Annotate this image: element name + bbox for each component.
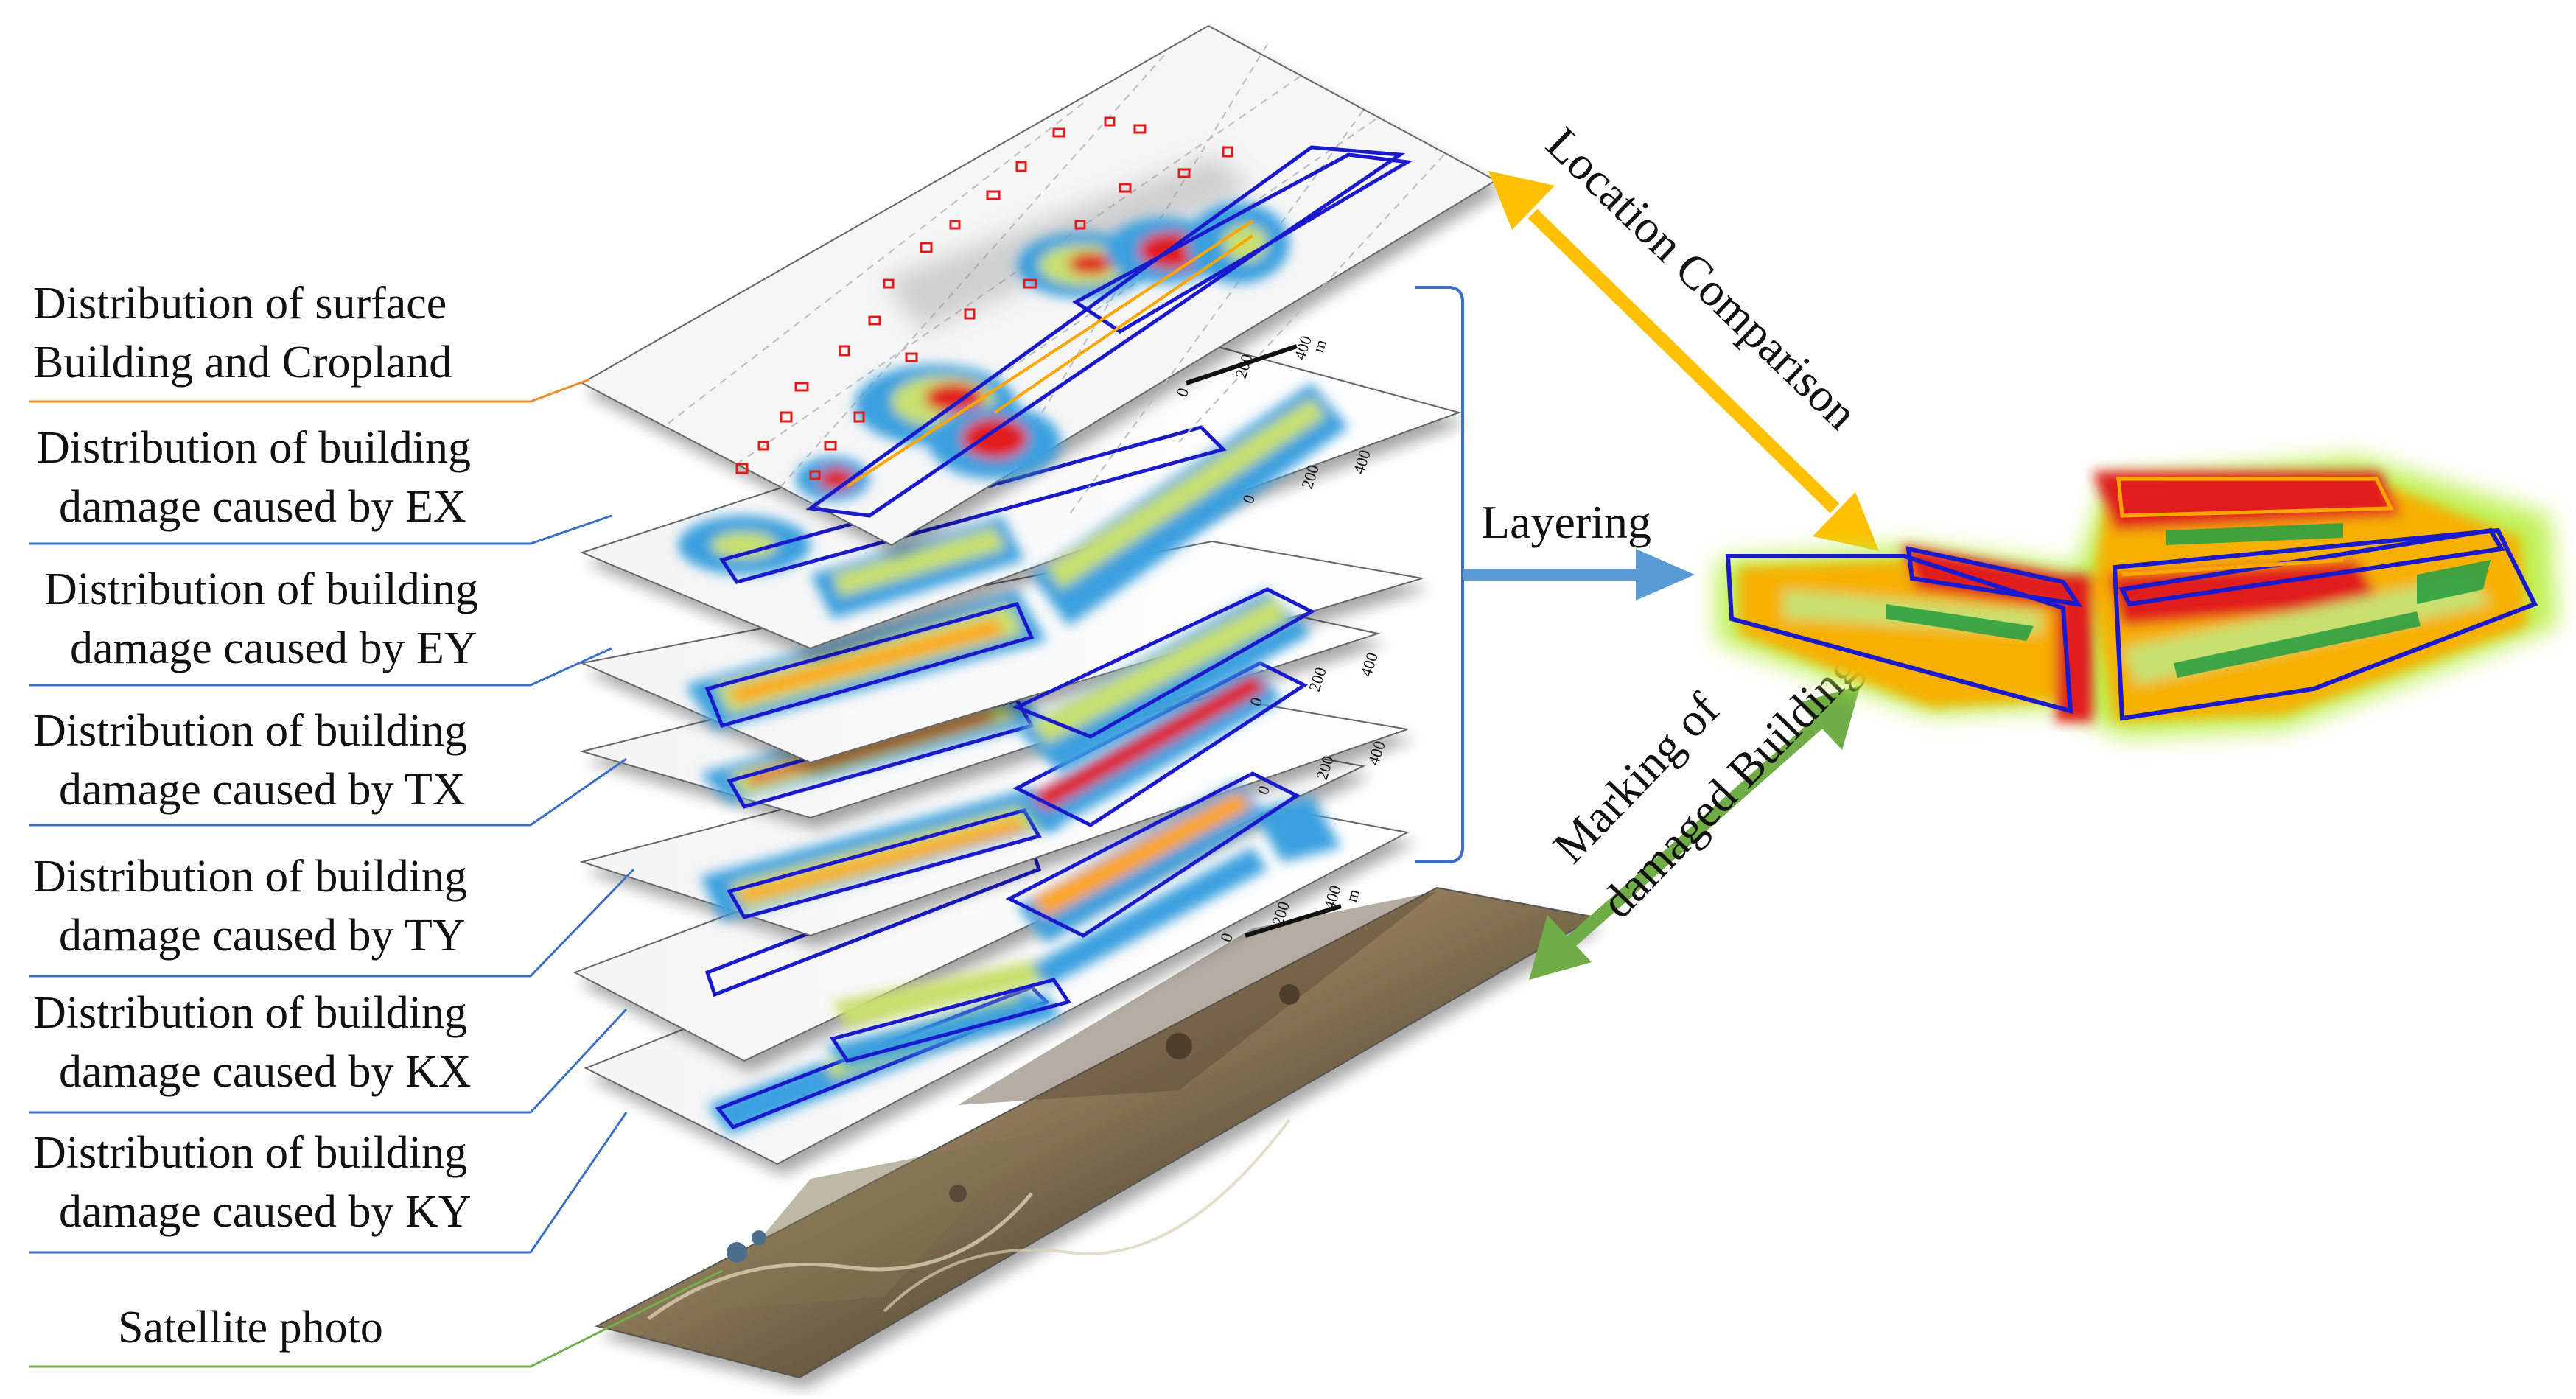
ex-scale: 0 200 400 — [1239, 447, 1374, 505]
label-kx-line2: damage caused by KX — [59, 1047, 472, 1097]
ty-plate: 0 200 400 m — [579, 695, 1408, 944]
label-ex-line1: Distribution of building — [37, 423, 471, 473]
label-surface-line2: Building and Cropland — [33, 337, 452, 388]
marking-arrow — [1529, 685, 1861, 980]
label-ey-line1: Distribution of building — [44, 564, 478, 614]
layering-arrow — [1463, 549, 1695, 600]
composite-damage-map — [1717, 457, 2557, 737]
label-ky-line2: damage caused by KY — [59, 1187, 472, 1237]
damage-hotspots — [796, 203, 1289, 501]
ty-scale-unit: m — [1342, 887, 1363, 905]
satellite-plate — [595, 886, 1597, 1379]
label-kx-line1: Distribution of building — [33, 988, 467, 1038]
ey-scale-tick-200: 200 — [1305, 665, 1330, 693]
label-surface-line1: Distribution of surface — [33, 278, 447, 329]
layer-labels: Distribution of surface Building and Cro… — [33, 278, 478, 1353]
layering-label: Layering — [1481, 496, 1651, 548]
cropland-outlines — [805, 145, 1413, 518]
ex-plate: 0 200 400 — [580, 345, 1462, 650]
ty-scale-tick-0: 0 — [1217, 930, 1236, 944]
orange-outlines — [846, 220, 1254, 488]
label-ky-line1: Distribution of building — [33, 1128, 467, 1178]
location-comparison-arrow — [1488, 171, 1879, 551]
ey-scale-tick-400: 400 — [1357, 650, 1382, 679]
location-comparison-label: Location Comparison — [1536, 117, 1868, 440]
label-ty-line1: Distribution of building — [33, 852, 467, 902]
label-ey-line2: damage caused by EY — [70, 623, 477, 673]
label-ex-line2: damage caused by EX — [59, 482, 466, 532]
label-tx-line2: damage caused by TX — [59, 765, 466, 815]
layering-bracket — [1415, 286, 1464, 863]
surface-plate: 0 200 400 m — [580, 24, 1498, 547]
label-satellite: Satellite photo — [118, 1302, 383, 1353]
label-tx-line1: Distribution of building — [33, 706, 467, 756]
building-footprints — [735, 116, 1233, 480]
ey-plate: 0 200 400 — [579, 540, 1423, 774]
label-ty-line2: damage caused by TY — [59, 911, 466, 961]
surface-scale-unit: m — [1309, 337, 1330, 355]
leader-lines — [29, 378, 723, 1368]
